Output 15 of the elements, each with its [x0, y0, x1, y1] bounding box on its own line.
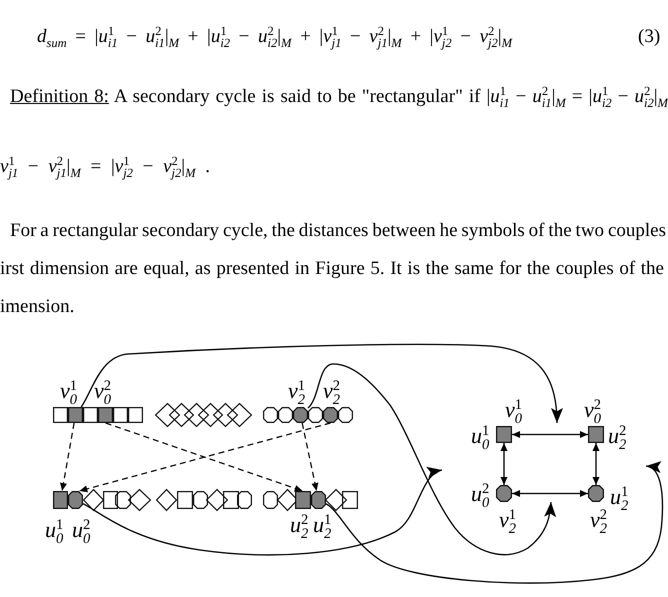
curved-arrow — [326, 463, 664, 584]
equation: d$_{sum}$ = |u$^{1}$$_{i1}$ − u$^{2}$$_{i1}$|$_{M}$ + |u$^{1}$$_{i2}$ − u$^{2}$$_{i2}$|$_{M}$ + |v$^{1}$$_{j1}$ − v$^{2}$$_{j1}$|$_{M}$ + |v$^{1}$$_{j2}$ − v$^{2}$$_{j2}$|$_{M}$ — [37, 25, 512, 50]
dashed-arrow — [60, 422, 75, 492]
double-headed-arrow — [512, 490, 588, 497]
curved-arrow — [308, 363, 556, 556]
dashed-arrow — [105, 422, 303, 492]
equation-number: (3) — [638, 25, 660, 49]
curved-arrow — [80, 344, 563, 424]
curved-arrow — [82, 469, 442, 556]
paragraph-text: For a rectangular secondary cycle, the distances between he symbols of the two couples irst dimension are equal, as presented in Figure 5. It is the same for the couples of the imension. — [0, 219, 666, 319]
dashed-arrow — [302, 422, 318, 492]
dashed-arrow — [79, 422, 331, 492]
double-headed-arrow — [500, 443, 508, 485]
double-headed-arrow — [592, 443, 600, 485]
double-headed-arrow — [512, 431, 588, 438]
